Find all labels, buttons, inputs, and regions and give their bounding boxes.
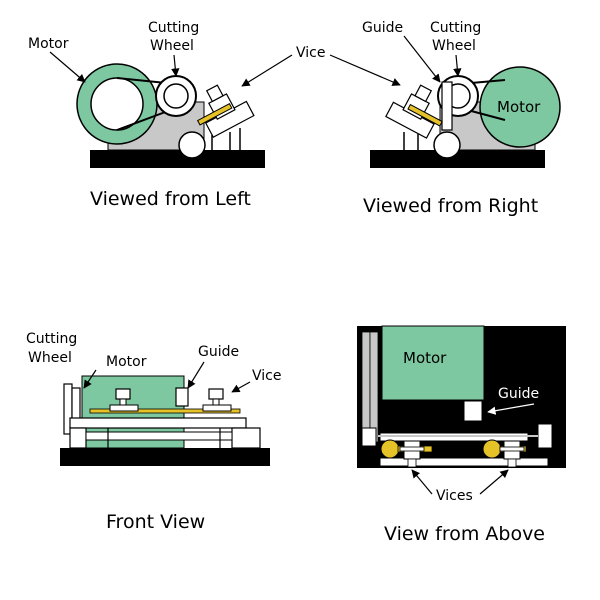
arrow-guide bbox=[487, 403, 535, 415]
label-cutting-wheel-line1: Cutting bbox=[148, 20, 199, 36]
panel-view-from-above: Motor Guide Vices bbox=[357, 325, 566, 545]
label-vice-shared: Vice bbox=[241, 45, 401, 87]
label-cutting-wheel-line2: Wheel bbox=[150, 38, 194, 54]
arrow-motor bbox=[49, 51, 86, 83]
label-motor: Motor bbox=[28, 36, 69, 52]
label-vice: Vice bbox=[252, 368, 281, 384]
caption-viewed-from-right: Viewed from Right bbox=[363, 195, 538, 217]
arrow-guide bbox=[187, 361, 205, 389]
panel-viewed-from-right: Motor Guide Cutting Wheel Viewed from Ri… bbox=[362, 20, 561, 217]
arrow-cutting-wheel bbox=[171, 54, 180, 77]
vice-right bbox=[202, 388, 232, 412]
base-plate bbox=[370, 150, 545, 168]
vice-assembly bbox=[196, 84, 255, 138]
arrow-vices-right bbox=[479, 469, 509, 495]
label-vice: Vice bbox=[296, 45, 325, 61]
label-guide: Guide bbox=[498, 386, 539, 402]
panel-front-view: Cutting Wheel Motor Guide Vice Front Vie… bbox=[26, 331, 281, 533]
caption-view-from-above: View from Above bbox=[384, 523, 545, 545]
guide bbox=[463, 400, 483, 422]
cam-roller bbox=[178, 131, 206, 159]
caption-viewed-from-left: Viewed from Left bbox=[90, 188, 251, 210]
label-cutting-wheel-line2: Wheel bbox=[28, 350, 72, 366]
label-motor: Motor bbox=[403, 349, 447, 367]
base-plate bbox=[90, 150, 265, 168]
cam-roller bbox=[433, 131, 461, 159]
base-plate bbox=[60, 448, 270, 466]
vice-left bbox=[399, 440, 425, 468]
arrow-vice-left bbox=[241, 54, 293, 87]
label-guide: Guide bbox=[198, 344, 239, 360]
arrow-cutting-wheel bbox=[453, 54, 462, 77]
motor bbox=[76, 63, 158, 145]
arrow-guide bbox=[403, 35, 441, 83]
motor bbox=[479, 66, 561, 148]
label-cutting-wheel-line1: Cutting bbox=[26, 331, 77, 347]
vice-left bbox=[109, 388, 139, 412]
guide bbox=[175, 387, 189, 407]
guide-post bbox=[441, 81, 453, 131]
motor bbox=[381, 325, 485, 401]
label-motor: Motor bbox=[497, 98, 541, 116]
label-cutting-wheel-line1: Cutting bbox=[430, 20, 481, 36]
label-guide: Guide bbox=[362, 20, 403, 36]
vice-right bbox=[499, 440, 525, 468]
label-motor: Motor bbox=[106, 354, 147, 370]
vice-assembly bbox=[385, 84, 443, 139]
panel-viewed-from-left: Motor Cutting Wheel Viewed from Left bbox=[28, 20, 265, 210]
label-vices: Vices bbox=[436, 488, 473, 504]
carriage bbox=[69, 417, 247, 429]
key-blank bbox=[89, 408, 241, 414]
arrow-vice-right bbox=[329, 54, 401, 86]
arrow-cutting-wheel bbox=[83, 369, 97, 389]
arrow-vice bbox=[231, 381, 251, 393]
caption-front-view: Front View bbox=[106, 511, 205, 533]
label-cutting-wheel-line2: Wheel bbox=[432, 38, 476, 54]
cutting-wheel bbox=[155, 75, 197, 117]
arrow-vices-left bbox=[411, 469, 433, 495]
